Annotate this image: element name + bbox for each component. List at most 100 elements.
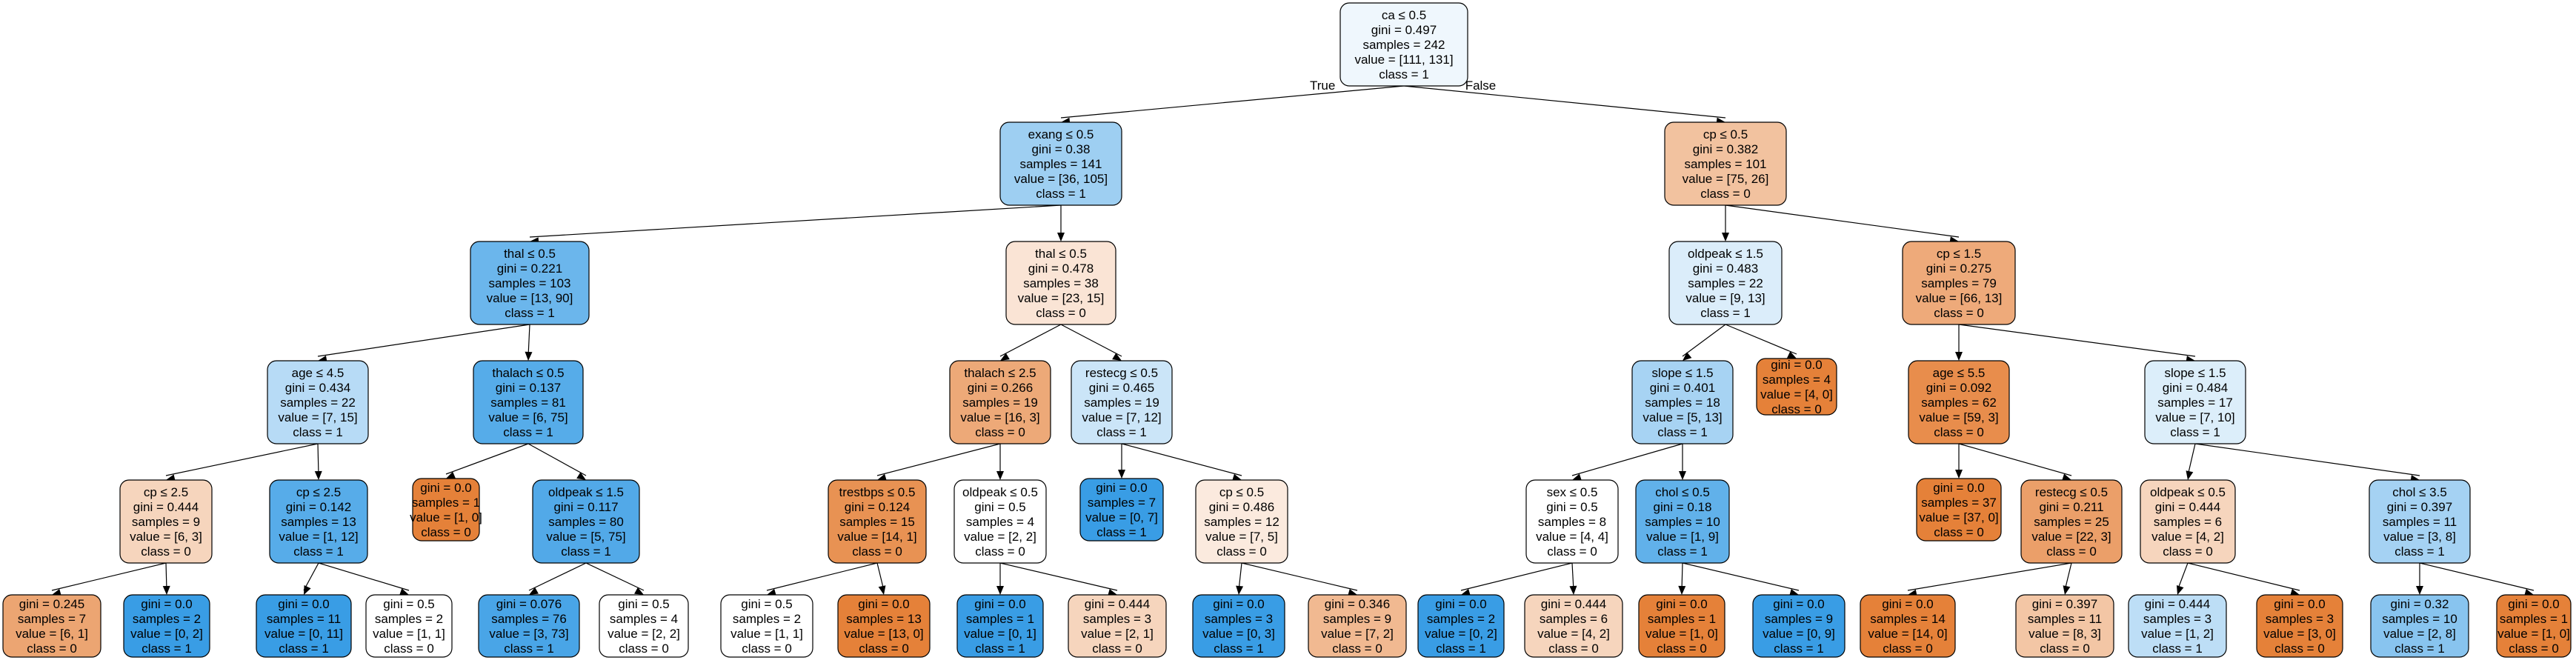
node-line: samples = 19 [1084,396,1159,410]
node-line: class = 0 [859,642,909,656]
node-line: class = 0 [1657,642,1707,656]
tree-edge [999,324,1062,357]
node-box [1668,241,1783,325]
node-box [1195,479,1288,564]
node-box [267,360,369,444]
tree-edge [1682,324,1726,357]
node-line: value = [22, 3] [2031,530,2111,544]
edge-arrowhead [1348,588,1357,596]
edge-arrowhead [314,470,322,480]
node-line: value = [1, 1] [373,627,445,641]
edge-arrowhead [1000,353,1010,361]
node-line: gini = 0.0 [1213,597,1264,611]
node-line: class = 0 [2509,642,2559,656]
node-line: gini = 0.0 [1435,597,1486,611]
node-line: class = 0 [1332,642,1382,656]
node-line: class = 0 [1934,425,1984,439]
edge-arrowhead [767,588,776,596]
node-line: samples = 22 [280,396,356,410]
node-line: gini = 0.0 [278,597,329,611]
node-line: samples = 80 [548,515,624,529]
edge-arrowhead [446,471,456,479]
node-line: cp ≤ 0.5 [1703,127,1748,141]
node-box [412,478,480,542]
node-box [2496,594,2572,658]
node-line: gini = 0.0 [420,481,471,495]
node-box [2020,479,2123,564]
node-box [1079,478,1164,542]
node-line: samples = 17 [2157,396,2233,410]
node-box [269,479,368,564]
edge-arrowhead [2062,473,2071,482]
node-line: gini = 0.397 [2387,500,2452,514]
node-line: class = 1 [975,642,1025,656]
tree-edge [766,562,878,591]
node-line: value = [2, 2] [608,627,680,641]
node-line: gini = 0.346 [1325,597,1390,611]
node-box [532,479,640,564]
node-line: thalach ≤ 2.5 [964,366,1036,380]
node-line: value = [4, 4] [1536,530,1608,544]
node-line: class = 0 [742,642,792,656]
node-line: value = [6, 75] [488,410,568,424]
tree-edge [1725,324,1797,355]
edge-arrowhead [2416,586,2423,595]
edge-arrowhead [1683,352,1692,361]
node-line: class = 0 [852,544,902,559]
node-line: value = [59, 3] [1919,410,1998,424]
node-line: thal ≤ 0.5 [1035,247,1087,261]
edge-arrowhead [1572,473,1582,482]
node-line: value = [23, 15] [1018,291,1105,305]
node-line: value = [111, 131] [1354,53,1453,67]
tree-edge [1571,443,1683,476]
node-line: value = [4, 2] [1537,627,1610,641]
node-line: gini = 0.486 [1209,500,1274,514]
edge-arrowhead [525,351,533,361]
node-line: class = 1 [293,425,343,439]
node-line: samples = 2 [1427,612,1495,626]
node-line: class = 0 [1547,544,1597,559]
node-line: value = [7, 15] [278,410,357,424]
tree-edge [1571,562,1574,591]
node-line: value = [7, 5] [1205,530,1278,544]
tree-edge [1681,562,1683,591]
node-box [999,121,1122,206]
node-box [1524,594,1623,658]
node-line: samples = 10 [1645,515,1720,529]
node-line: oldpeak ≤ 1.5 [1688,247,1763,261]
node-line: gini = 0.0 [1656,597,1707,611]
node-line: samples = 13 [281,515,356,529]
node-line: class = 1 [279,642,329,656]
node-line: restecg ≤ 0.5 [2035,485,2108,499]
node-line: samples = 62 [1921,396,1997,410]
node-line: value = [1, 2] [2141,627,2214,641]
node-line: class = 0 [1092,642,1142,656]
edge-arrowhead [878,585,886,595]
node-line: gini = 0.0 [858,597,909,611]
node-line: samples = 37 [1921,496,1997,510]
node-line: class = 0 [2274,642,2325,656]
node-box [1417,594,1505,658]
node-line: gini = 0.382 [1693,142,1758,156]
node-box [1860,594,1956,658]
edge-arrowhead [1057,233,1065,241]
node-line: samples = 9 [1323,612,1391,626]
node-line: gini = 0.266 [968,381,1033,395]
node-line: class = 0 [619,642,669,656]
node-box [1339,2,1468,87]
node-line: samples = 12 [1204,515,1279,529]
node-box [828,479,927,564]
node-line: sex ≤ 0.5 [1547,485,1598,499]
node-line: gini = 0.38 [1032,142,1091,156]
